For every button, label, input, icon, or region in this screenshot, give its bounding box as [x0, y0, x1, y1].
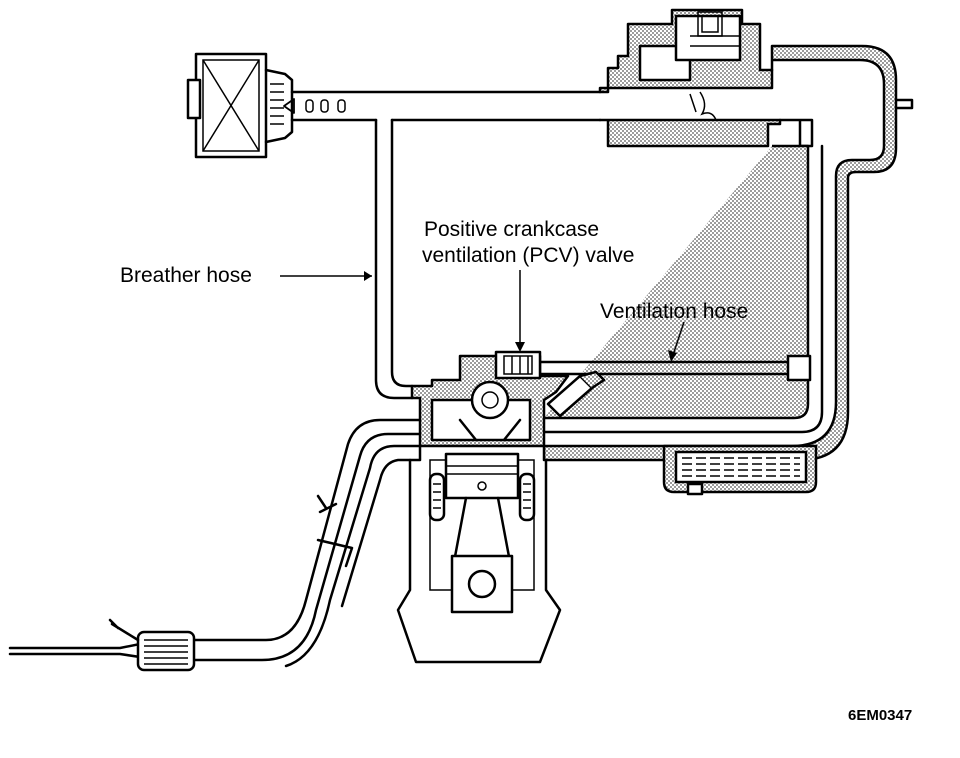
- intake-duct: [283, 90, 602, 122]
- leader-lines: [280, 270, 685, 362]
- flow-arrows: [283, 98, 346, 114]
- exhaust-pipe: [8, 418, 422, 668]
- fuel-injector: [546, 370, 606, 418]
- connecting-rod: [450, 496, 514, 614]
- air-cleaner: [186, 52, 294, 159]
- pcv-valve-label-line2: ventilation (PCV) valve: [422, 244, 634, 267]
- engine-block: [396, 444, 562, 664]
- ventilation-hose-label: Ventilation hose: [600, 300, 748, 323]
- pcv-valve: [494, 350, 542, 380]
- figure-code: 6EM0347: [848, 707, 912, 724]
- coolant-box: [662, 444, 818, 496]
- cylinder-head: [410, 354, 570, 448]
- breather-hose: [374, 118, 414, 400]
- breather-hose-label: Breather hose: [120, 264, 252, 287]
- ventilation-hose: [538, 354, 812, 382]
- coolant-jackets: [428, 472, 536, 522]
- pcv-valve-label-line1: Positive crankcase: [424, 218, 599, 241]
- piston: [444, 452, 520, 500]
- throttle-body: [598, 8, 782, 148]
- air-cleaner-fins: [270, 83, 284, 125]
- catalytic-converter: [108, 618, 196, 672]
